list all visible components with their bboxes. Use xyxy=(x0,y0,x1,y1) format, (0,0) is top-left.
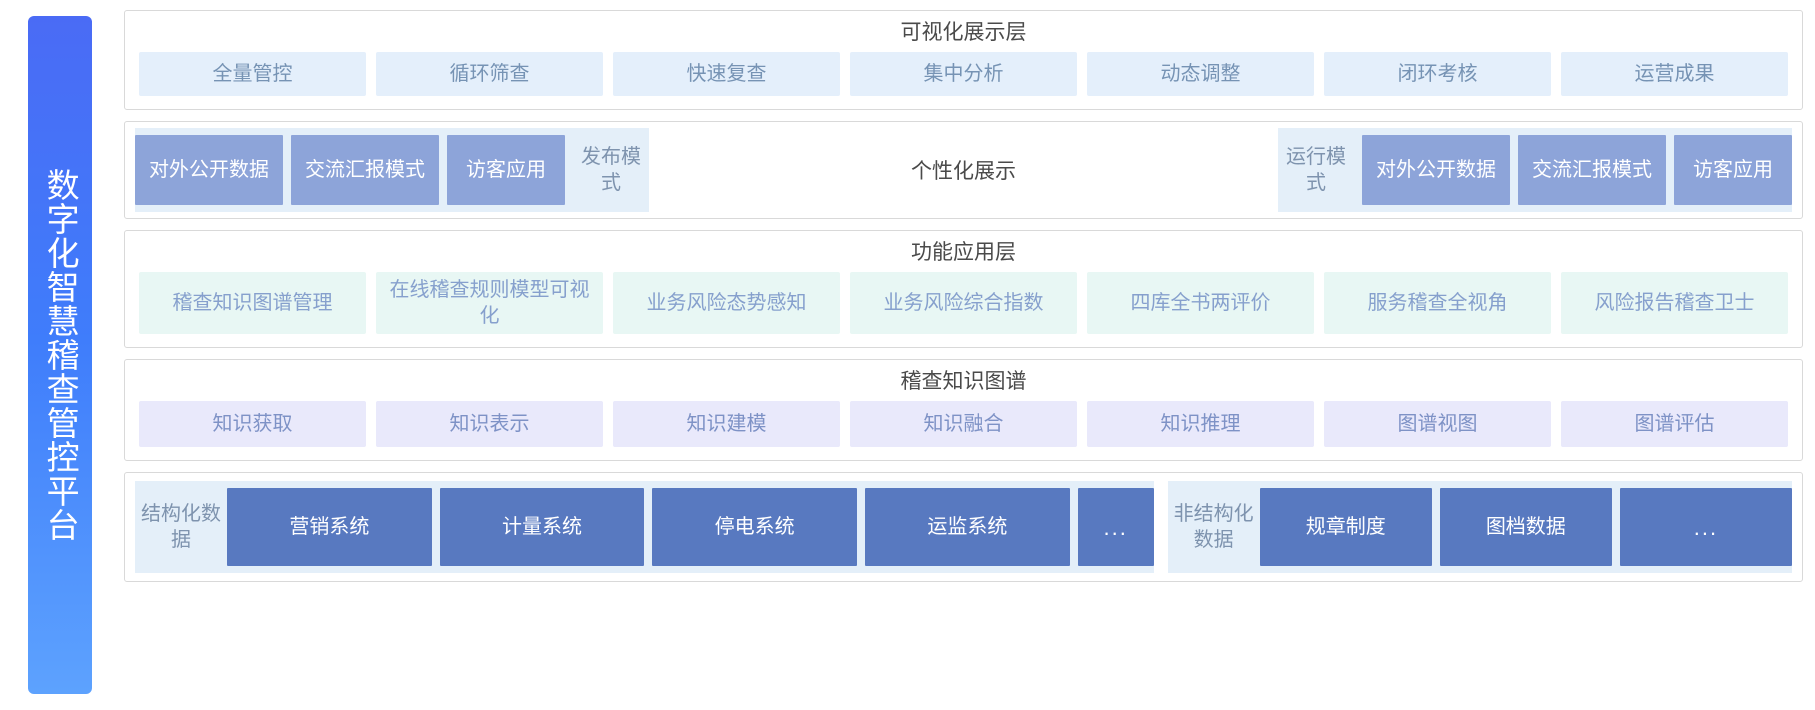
personalized-left-box-1[interactable]: 交流汇报模式 xyxy=(291,135,439,206)
personalized-right-box-1[interactable]: 交流汇报模式 xyxy=(1518,135,1666,206)
layer-knowledge-graph: 稽查知识图谱 知识获取 知识表示 知识建模 知识融合 知识推理 图谱视图 图谱评… xyxy=(124,359,1803,462)
func-chip-3[interactable]: 业务风险综合指数 xyxy=(850,272,1077,335)
personalized-left-box-0[interactable]: 对外公开数据 xyxy=(135,135,283,206)
personalized-left-group: 对外公开数据 交流汇报模式 访客应用 发布模式 xyxy=(135,128,649,213)
kg-chip-6[interactable]: 图谱评估 xyxy=(1561,401,1788,448)
structured-box-more[interactable]: ... xyxy=(1077,488,1154,567)
layer-knowledge-graph-title: 稽查知识图谱 xyxy=(900,370,1027,394)
unstructured-data-group: 非结构化数据 规章制度 图档数据 ... xyxy=(1167,481,1792,574)
layer-function-title: 功能应用层 xyxy=(911,241,1016,265)
runtime-mode-label: 运行模式 xyxy=(1286,146,1346,195)
vis-chip-1[interactable]: 循环筛查 xyxy=(376,52,603,97)
personalized-center-title: 个性化展示 xyxy=(911,160,1016,184)
kg-chip-2[interactable]: 知识建模 xyxy=(613,401,840,448)
structured-box-0[interactable]: 营销系统 xyxy=(227,488,432,567)
layer-visualization-title: 可视化展示层 xyxy=(900,21,1027,44)
structured-box-3[interactable]: 运监系统 xyxy=(865,488,1070,567)
vis-chip-3[interactable]: 集中分析 xyxy=(850,52,1077,97)
layer-personalized: 对外公开数据 交流汇报模式 访客应用 发布模式 个性化展示 运行模式 对外公开数… xyxy=(124,121,1803,220)
unstructured-box-0[interactable]: 规章制度 xyxy=(1259,488,1432,567)
personalized-left-box-2[interactable]: 访客应用 xyxy=(447,135,565,206)
layer-visualization: 可视化展示层 全量管控 循环筛查 快速复查 集中分析 动态调整 闭环考核 运营成… xyxy=(124,10,1803,111)
func-chip-0[interactable]: 稽查知识图谱管理 xyxy=(139,272,366,335)
structured-data-label: 结构化数据 xyxy=(141,503,221,552)
structured-box-1[interactable]: 计量系统 xyxy=(439,488,645,567)
structured-data-items: 营销系统 计量系统 停电系统 运监系统 ... xyxy=(227,481,1154,573)
platform-title: 数字化智慧稽查管控平台 xyxy=(42,168,80,542)
vis-chip-6[interactable]: 运营成果 xyxy=(1561,52,1788,97)
unstructured-data-label: 非结构化数据 xyxy=(1173,503,1254,552)
kg-chip-3[interactable]: 知识融合 xyxy=(850,401,1077,448)
vis-chip-0[interactable]: 全量管控 xyxy=(139,52,366,97)
vis-chip-2[interactable]: 快速复查 xyxy=(613,52,840,97)
vis-chip-5[interactable]: 闭环考核 xyxy=(1324,52,1551,97)
kg-chip-5[interactable]: 图谱视图 xyxy=(1324,401,1551,448)
structured-data-group: 结构化数据 营销系统 计量系统 停电系统 运监系统 ... xyxy=(135,481,1154,574)
unstructured-box-more[interactable]: ... xyxy=(1619,488,1792,567)
personalized-right-group: 运行模式 对外公开数据 交流汇报模式 访客应用 xyxy=(1278,128,1792,213)
func-chip-6[interactable]: 风险报告稽查卫士 xyxy=(1561,272,1788,335)
personalized-right-box-2[interactable]: 访客应用 xyxy=(1674,135,1792,206)
layer-knowledge-graph-items: 知识获取 知识表示 知识建模 知识融合 知识推理 图谱视图 图谱评估 xyxy=(125,401,1802,460)
layer-function-items: 稽查知识图谱管理 在线稽查规则模型可视化 业务风险态势感知 业务风险综合指数 四… xyxy=(125,272,1802,347)
layer-function: 功能应用层 稽查知识图谱管理 在线稽查规则模型可视化 业务风险态势感知 业务风险… xyxy=(124,230,1803,349)
kg-chip-1[interactable]: 知识表示 xyxy=(376,401,603,448)
layer-visualization-items: 全量管控 循环筛查 快速复查 集中分析 动态调整 闭环考核 运营成果 xyxy=(125,52,1802,109)
unstructured-box-1[interactable]: 图档数据 xyxy=(1439,488,1612,567)
func-chip-2[interactable]: 业务风险态势感知 xyxy=(613,272,840,335)
func-chip-1[interactable]: 在线稽查规则模型可视化 xyxy=(376,272,603,335)
kg-chip-0[interactable]: 知识获取 xyxy=(139,401,366,448)
kg-chip-4[interactable]: 知识推理 xyxy=(1087,401,1314,448)
personalized-right-box-0[interactable]: 对外公开数据 xyxy=(1362,135,1510,206)
unstructured-data-items: 规章制度 图档数据 ... xyxy=(1259,481,1792,573)
layer-stack: 可视化展示层 全量管控 循环筛查 快速复查 集中分析 动态调整 闭环考核 运营成… xyxy=(106,10,1803,700)
layer-data-sources: 结构化数据 营销系统 计量系统 停电系统 运监系统 ... 非结构化数据 规章制… xyxy=(124,472,1803,583)
func-chip-5[interactable]: 服务稽查全视角 xyxy=(1324,272,1551,335)
vis-chip-4[interactable]: 动态调整 xyxy=(1087,52,1314,97)
func-chip-4[interactable]: 四库全书两评价 xyxy=(1087,272,1314,335)
platform-sidebar: 数字化智慧稽查管控平台 xyxy=(28,16,92,694)
structured-box-2[interactable]: 停电系统 xyxy=(652,488,858,567)
publish-mode-label: 发布模式 xyxy=(581,146,641,195)
